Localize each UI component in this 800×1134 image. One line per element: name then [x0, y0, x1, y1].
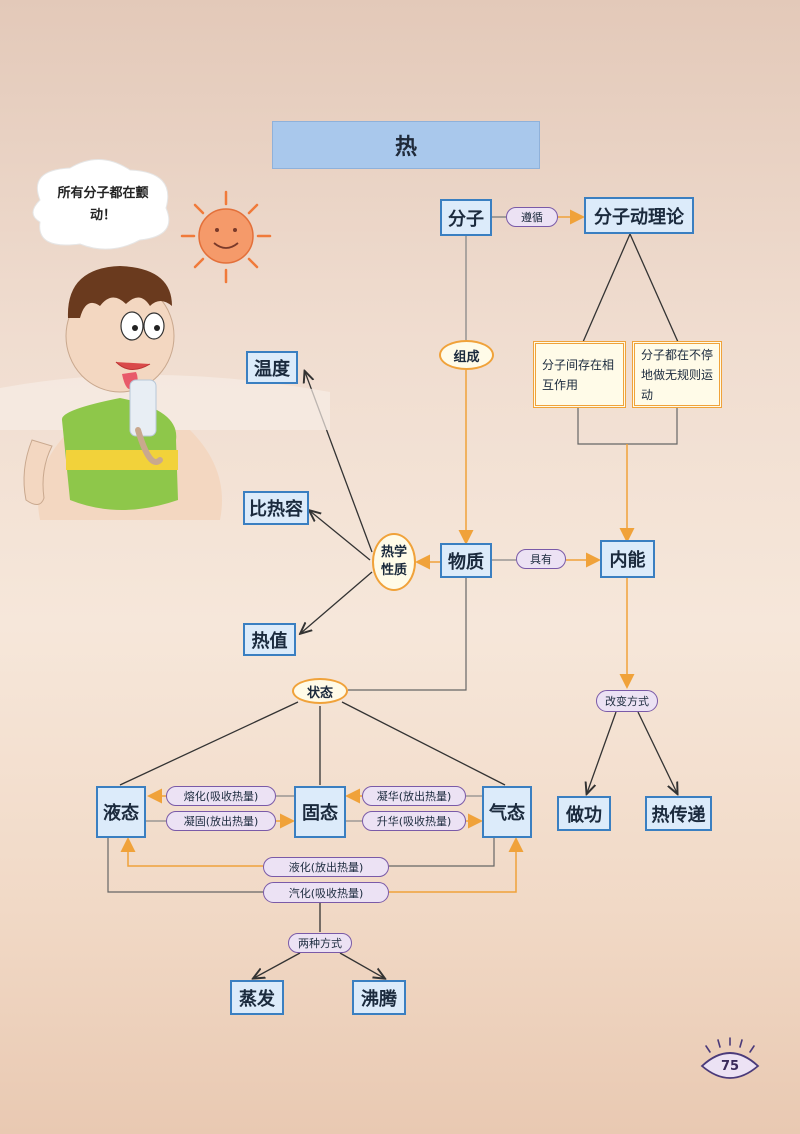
- node-heat-transfer: 热传递: [645, 796, 712, 831]
- node-gas: 气态: [482, 786, 532, 838]
- speech-bubble-icon: [32, 159, 170, 250]
- pill-melting: 熔化(吸收热量): [166, 786, 276, 806]
- node-internal-energy: 内能: [600, 540, 655, 578]
- speech-bubble-text: 所有分子都在颤动！: [57, 186, 149, 223]
- pill-change-methods: 改变方式: [596, 690, 658, 712]
- pill-liquefaction: 液化(放出热量): [263, 857, 389, 877]
- pill-follows: 遵循: [506, 207, 558, 227]
- oval-state: 状态: [292, 678, 348, 704]
- node-solid: 固态: [294, 786, 346, 838]
- sun-icon: [180, 190, 272, 284]
- pill-sublimation: 升华(吸收热量): [362, 811, 466, 831]
- node-heat-value: 热值: [243, 623, 296, 656]
- node-temperature: 温度: [246, 351, 298, 384]
- node-liquid: 液态: [96, 786, 146, 838]
- pill-vaporization: 汽化(吸收热量): [263, 882, 389, 903]
- eye-icon: [700, 1037, 760, 1079]
- page-title: 热: [272, 121, 540, 169]
- node-molecular-theory: 分子动理论: [584, 197, 694, 234]
- node-molecular-random-motion: 分子都在不停地做无规则运动: [632, 341, 722, 408]
- oval-composition: 组成: [439, 340, 494, 370]
- node-molecule: 分子: [440, 199, 492, 236]
- oval-thermal-properties: 热学性质: [372, 533, 416, 591]
- node-matter: 物质: [440, 543, 492, 578]
- pill-has: 具有: [516, 549, 566, 569]
- pill-two-ways: 两种方式: [288, 933, 352, 953]
- page-number: 75: [720, 1058, 740, 1074]
- node-boiling: 沸腾: [352, 980, 406, 1015]
- node-molecular-interaction: 分子间存在相互作用: [533, 341, 626, 408]
- pill-deposition: 凝华(放出热量): [362, 786, 466, 806]
- node-evaporation: 蒸发: [230, 980, 284, 1015]
- boy-icon: [23, 266, 222, 520]
- node-work: 做功: [557, 796, 611, 831]
- pill-solidification: 凝固(放出热量): [166, 811, 276, 831]
- node-specific-heat: 比热容: [243, 491, 309, 525]
